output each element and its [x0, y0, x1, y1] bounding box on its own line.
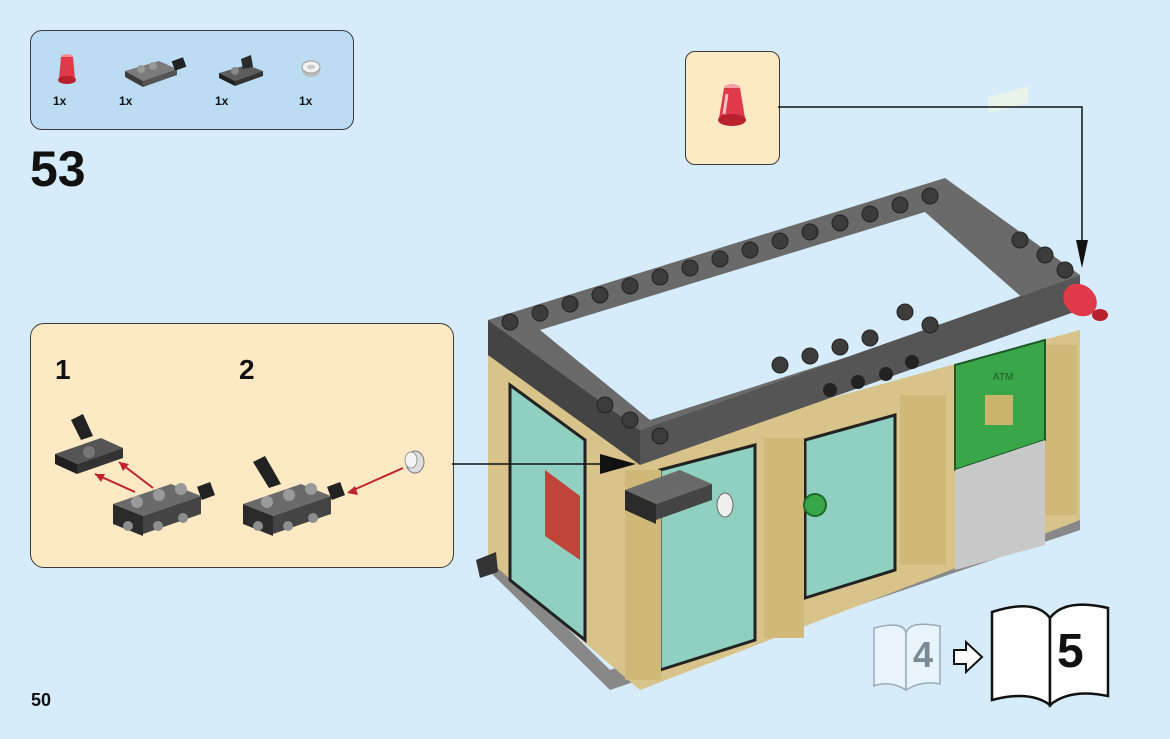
book-next-number: 5 [1057, 625, 1084, 678]
book-next-icon [990, 603, 1110, 708]
attached-bracket-assembly [625, 470, 734, 524]
red-transparent-cone-icon [58, 54, 76, 84]
sub-assembly-illustration [55, 414, 425, 536]
red-transparent-cone-icon [718, 84, 746, 126]
combined-assembly [243, 456, 345, 536]
white-round-tile-icon [301, 60, 321, 77]
clip-plate-part [55, 414, 123, 474]
red-cone-placed [1063, 283, 1108, 321]
bracket-part [113, 482, 215, 536]
part-qty: 1x [215, 94, 229, 108]
sub-step-number: 2 [239, 354, 255, 385]
parts-list-box: 1x 1x 1x 1x [30, 30, 354, 130]
part-qty: 1x [119, 94, 133, 108]
step-number: 53 [30, 141, 86, 197]
part-item: 1x [297, 49, 367, 121]
part-qty: 1x [53, 94, 67, 108]
book-current-number: 4 [913, 634, 934, 675]
sub-step-number: 1 [55, 354, 71, 385]
white-round-tile-part [404, 450, 425, 474]
part-item: 1x [215, 49, 285, 121]
sub-assembly-callout: 1 2 [30, 323, 454, 568]
dark-gray-bracket-plate-icon [125, 57, 187, 87]
part-qty: 1x [299, 94, 313, 108]
black-clip-plate-icon [219, 55, 263, 86]
atm-screen-label: ATM [993, 372, 1013, 383]
part-item: 1x [119, 49, 189, 121]
arrow-right-icon [953, 639, 984, 675]
callout-part-highlight [685, 51, 780, 165]
part-item: 1x [45, 49, 115, 121]
page-number: 50 [31, 690, 52, 710]
book-current-icon [873, 623, 941, 692]
